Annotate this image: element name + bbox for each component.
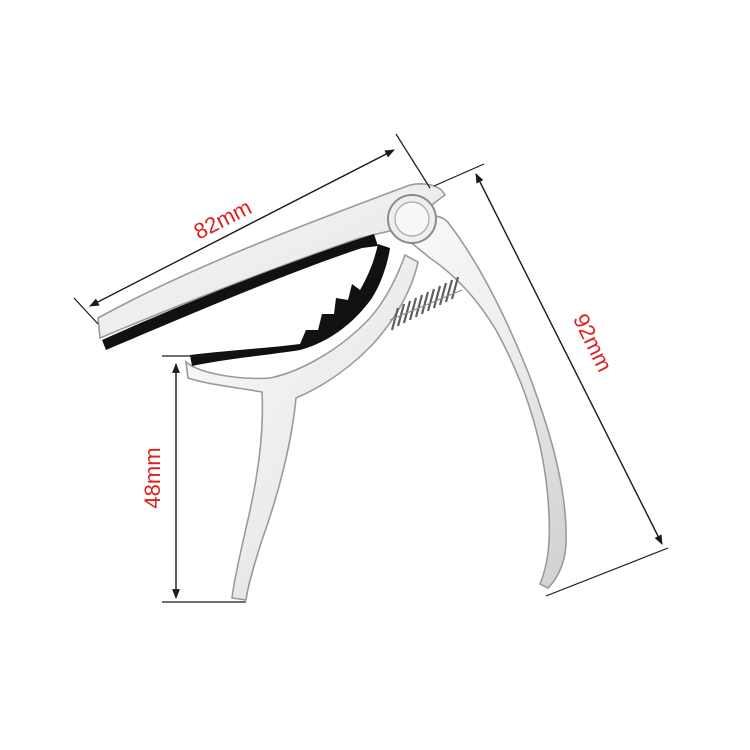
dimension-width-line: [89, 149, 395, 307]
capo-lower-jaw-handle: [184, 253, 419, 601]
capo-lever-arm: [396, 215, 567, 589]
dimension-height-label: 92mm: [568, 310, 617, 376]
dimension-height-line: [475, 173, 663, 545]
dimension-width-label: 82mm: [190, 194, 256, 244]
capo: [97, 183, 567, 601]
dimension-handle: 48mm: [140, 355, 246, 603]
dimension-handle-label: 48mm: [140, 447, 165, 508]
capo-spring: [389, 276, 463, 331]
